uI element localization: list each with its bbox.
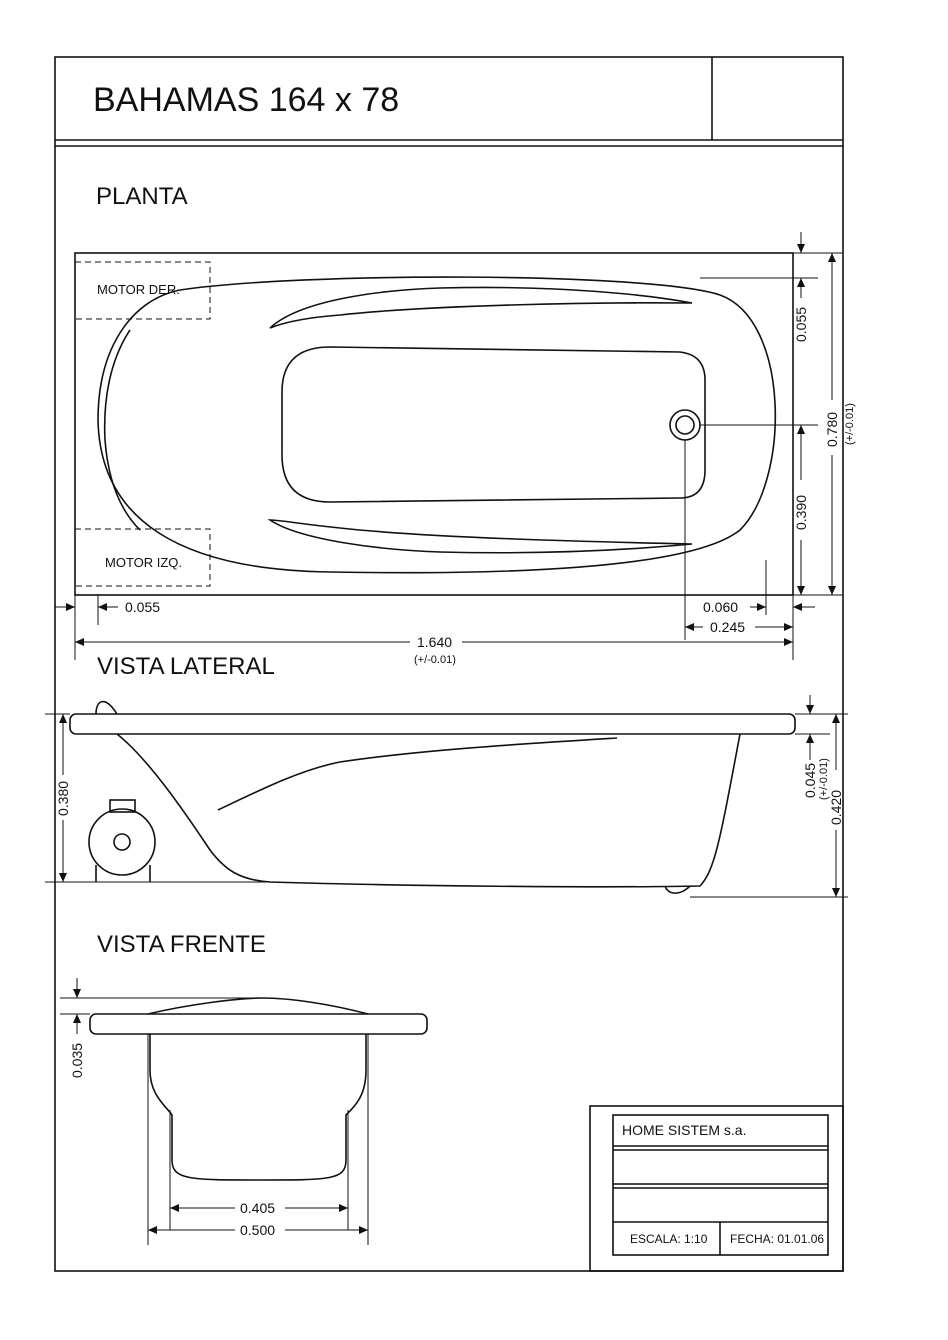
frente-view: [60, 978, 428, 1245]
dim-planta-width: 0.780: [824, 412, 840, 447]
dim-lateral-rim-tol: (+/-0.01): [818, 758, 830, 800]
scale-label: ESCALA: 1:10: [630, 1232, 708, 1246]
dim-planta-length: 1.640: [417, 634, 452, 650]
dim-frente-bottom: 0.405: [240, 1200, 275, 1216]
drawing-title: BAHAMAS 164 x 78: [93, 81, 399, 119]
dim-frente-width: 0.500: [240, 1222, 275, 1238]
dim-planta-right-rim: 0.060: [703, 599, 738, 615]
motor-izq-label: MOTOR IZQ.: [105, 555, 182, 570]
sheet-frame: [54, 56, 844, 1272]
section-planta: PLANTA: [96, 183, 188, 210]
lateral-rim: [69, 713, 796, 735]
title-block: [589, 1105, 844, 1272]
motor-icon: [88, 808, 156, 876]
planta-view: [54, 232, 843, 660]
dim-planta-width-tol: (+/-0.01): [844, 403, 856, 445]
frente-rim: [89, 1013, 428, 1035]
lateral-view: [45, 695, 848, 898]
dim-planta-top-rim: 0.055: [793, 307, 809, 342]
dim-frente-rim: 0.035: [69, 1043, 85, 1078]
dim-planta-left-rim: 0.055: [125, 599, 160, 615]
planta-outline: [74, 252, 794, 596]
dim-planta-length-tol: (+/-0.01): [414, 654, 456, 666]
company-name: HOME SISTEM s.a.: [622, 1122, 746, 1138]
dim-planta-drain-x: 0.245: [710, 619, 745, 635]
dim-planta-drain: 0.390: [793, 495, 809, 530]
dim-lateral-height: 0.420: [828, 790, 844, 825]
dim-lateral-motor-h: 0.380: [55, 781, 71, 816]
section-frente: VISTA FRENTE: [97, 931, 266, 958]
dim-lateral-rim: 0.045: [802, 763, 818, 798]
drain-icon: [669, 409, 701, 441]
date-label: FECHA: 01.01.06: [730, 1232, 824, 1246]
section-lateral: VISTA LATERAL: [97, 653, 275, 680]
motor-der-label: MOTOR DER.: [97, 282, 180, 297]
